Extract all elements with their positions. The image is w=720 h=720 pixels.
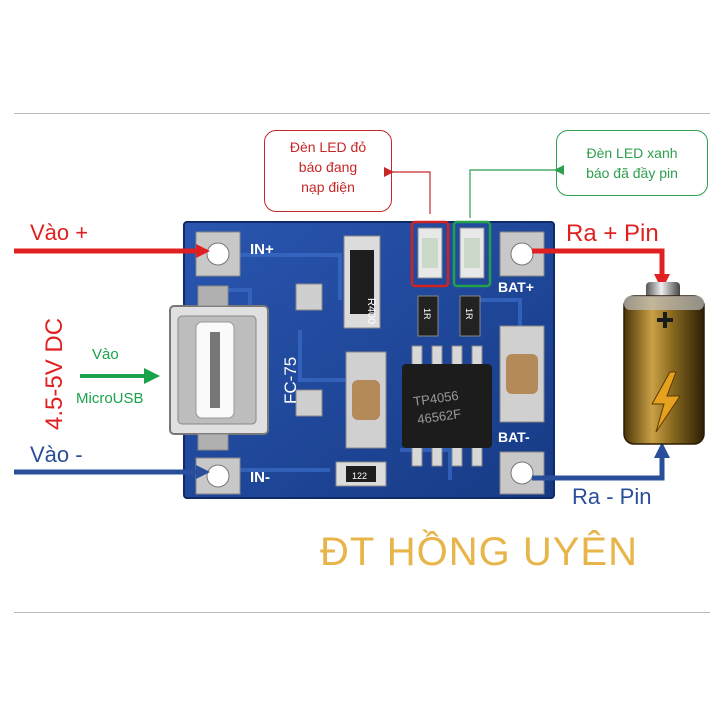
red-led [410, 220, 450, 288]
resistor-code-label: R400 [365, 298, 377, 324]
green-led-callout-line-2: báo đã đầy pin [586, 165, 678, 181]
red-led-callout-line-1: Đèn LED đỏ [289, 139, 367, 155]
green-led-callout: Đèn LED xanh báo đã đầy pin [556, 130, 708, 196]
brand-name: ĐT HỒNG UYÊN [320, 530, 638, 574]
smd-pad [295, 389, 323, 417]
pad-bat-plus-label: BAT+ [498, 279, 534, 295]
negative-input-arrow [196, 465, 210, 479]
small-resistor [335, 461, 387, 487]
top-divider [14, 113, 710, 114]
battery-icon [623, 282, 705, 445]
chip-label-line-1: TP4056 [412, 388, 459, 409]
micro-usb-connector [169, 285, 269, 451]
voltage-label: 4.5-5V DC [41, 318, 68, 430]
input-positive-label: Vào + [30, 220, 89, 245]
pad-in-minus [195, 457, 241, 495]
negative-output-wire [532, 454, 665, 481]
red-led-callout-line-3: nạp điện [301, 179, 355, 195]
led-resistor-label-1: 1R [422, 308, 432, 320]
tp4056-chip [402, 345, 492, 467]
output-positive-label: Ra + Pin [566, 220, 659, 247]
led-resistor-label-2: 1R [464, 308, 474, 320]
output-negative-label: Ra - Pin [572, 484, 652, 509]
usb-input-label-bottom: MicroUSB [76, 390, 144, 407]
input-negative-label: Vào - [30, 442, 83, 467]
negative-output-arrow [654, 442, 670, 458]
led-resistor [459, 295, 481, 337]
lightning-icon [651, 371, 681, 433]
board-model-label: FC-75 [281, 357, 300, 404]
pad-bat-plus [499, 231, 545, 277]
pad-in-plus-label: IN+ [250, 241, 274, 258]
chip-label-line-2: 46562F [416, 406, 462, 427]
current-sense-resistor [343, 235, 381, 329]
smd-pad [295, 283, 323, 311]
pad-in-minus-label: IN- [250, 469, 270, 486]
input-capacitor [345, 351, 387, 449]
usb-input-arrow-head [144, 368, 160, 384]
positive-output-wire [532, 248, 665, 276]
green-led-callout-line-1: Đèn LED xanh [586, 145, 678, 161]
bottom-divider [14, 612, 710, 613]
small-resistor-label: 122 [352, 471, 367, 481]
red-led-leader [384, 167, 431, 214]
positive-input-arrow [196, 244, 210, 258]
pad-bat-minus-label: BAT- [498, 429, 530, 445]
usb-input-label-top: Vào [92, 346, 119, 363]
output-capacitor [499, 325, 545, 423]
red-led-callout-line-2: báo đang [298, 159, 358, 175]
led-resistor [417, 295, 439, 337]
pad-bat-minus [499, 451, 545, 495]
green-led-leader [469, 165, 564, 218]
red-led-callout: Đèn LED đỏ báo đang nạp điện [264, 130, 392, 212]
green-led [452, 220, 492, 288]
